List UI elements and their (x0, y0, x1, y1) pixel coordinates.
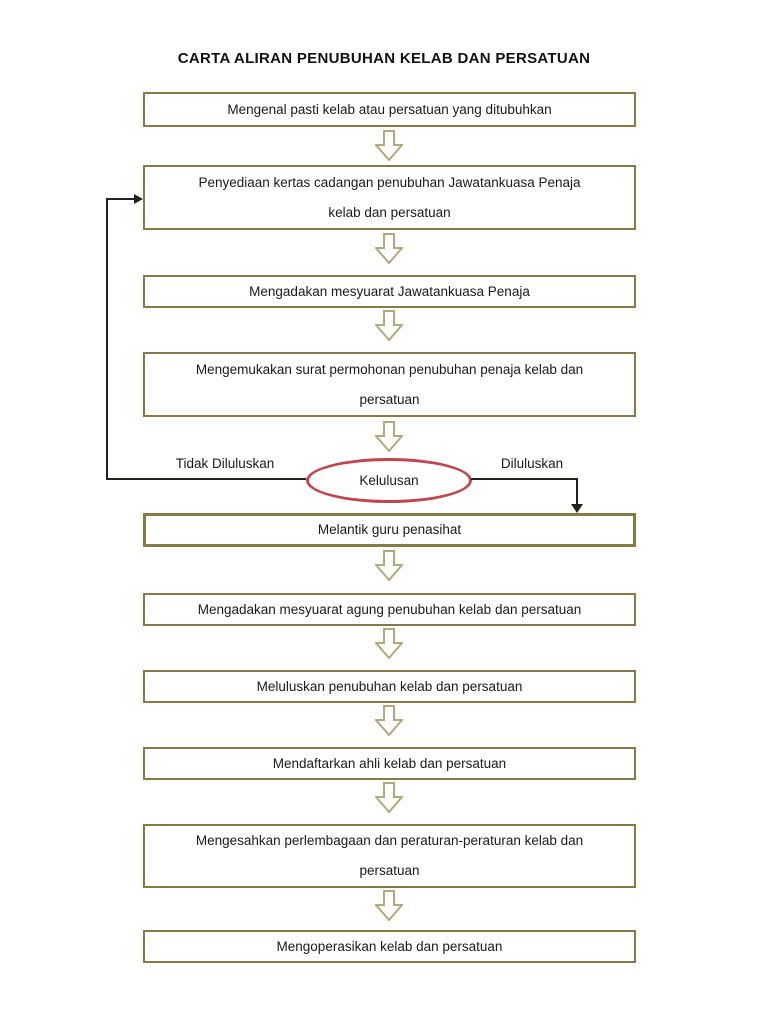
flow-step-label: Mengesahkan perlembagaan dan peraturan-p… (195, 833, 584, 878)
connector-not-approved-return (106, 198, 135, 200)
flow-step-label: Mengemukakan surat permohonan penubuhan … (195, 361, 584, 407)
down-arrow-icon (375, 705, 403, 736)
down-arrow-icon (375, 890, 403, 921)
arrowhead-down-icon (571, 504, 583, 513)
flow-step-prepare-proposal: Penyediaan kertas cadangan penubuhan Jaw… (143, 165, 636, 230)
flow-step-submit-application: Mengemukakan surat permohonan penubuhan … (143, 352, 636, 417)
flow-step-identify-club: Mengenal pasti kelab atau persatuan yang… (143, 92, 636, 127)
down-arrow-icon (375, 421, 403, 452)
connector-not-approved-vertical (106, 198, 108, 480)
flow-step-confirm-constitution: Mengesahkan perlembagaan dan peraturan-p… (143, 824, 636, 888)
branch-label-approved: Diluluskan (500, 456, 564, 471)
flow-step-label: Mengoperasikan kelab dan persatuan (276, 938, 503, 954)
flow-step-general-meeting: Mengadakan mesyuarat agung penubuhan kel… (143, 593, 636, 626)
connector-approved-vertical (576, 478, 578, 506)
flow-step-appoint-advisor: Melantik guru penasihat (143, 513, 636, 547)
connector-approved-horizontal (471, 478, 578, 480)
connector-not-approved-horizontal (106, 478, 306, 480)
flow-step-label: Penyediaan kertas cadangan penubuhan Jaw… (198, 174, 581, 220)
decision-label: Kelulusan (359, 473, 419, 488)
down-arrow-icon (375, 782, 403, 813)
flow-step-operate-club: Mengoperasikan kelab dan persatuan (143, 930, 636, 963)
flow-step-label: Mengenal pasti kelab atau persatuan yang… (227, 101, 552, 117)
arrowhead-right-icon (134, 194, 143, 204)
flow-step-label: Mengadakan mesyuarat agung penubuhan kel… (197, 601, 582, 617)
page-title: CARTA ALIRAN PENUBUHAN KELAB DAN PERSATU… (177, 50, 591, 67)
flow-step-label: Meluluskan penubuhan kelab dan persatuan (256, 678, 523, 694)
branch-label-not-approved: Tidak Diluluskan (175, 456, 275, 471)
flow-step-label: Mengadakan mesyuarat Jawatankuasa Penaja (249, 283, 530, 299)
flow-step-approve-establishment: Meluluskan penubuhan kelab dan persatuan (143, 670, 636, 703)
down-arrow-icon (375, 628, 403, 659)
flow-step-label: Mendaftarkan ahli kelab dan persatuan (272, 755, 507, 771)
flow-step-label: Melantik guru penasihat (317, 522, 462, 537)
down-arrow-icon (375, 550, 403, 581)
flow-step-register-members: Mendaftarkan ahli kelab dan persatuan (143, 747, 636, 780)
down-arrow-icon (375, 130, 403, 161)
down-arrow-icon (375, 233, 403, 264)
flow-step-protem-meeting: Mengadakan mesyuarat Jawatankuasa Penaja (143, 275, 636, 308)
down-arrow-icon (375, 310, 403, 341)
decision-approval: Kelulusan (306, 458, 472, 503)
